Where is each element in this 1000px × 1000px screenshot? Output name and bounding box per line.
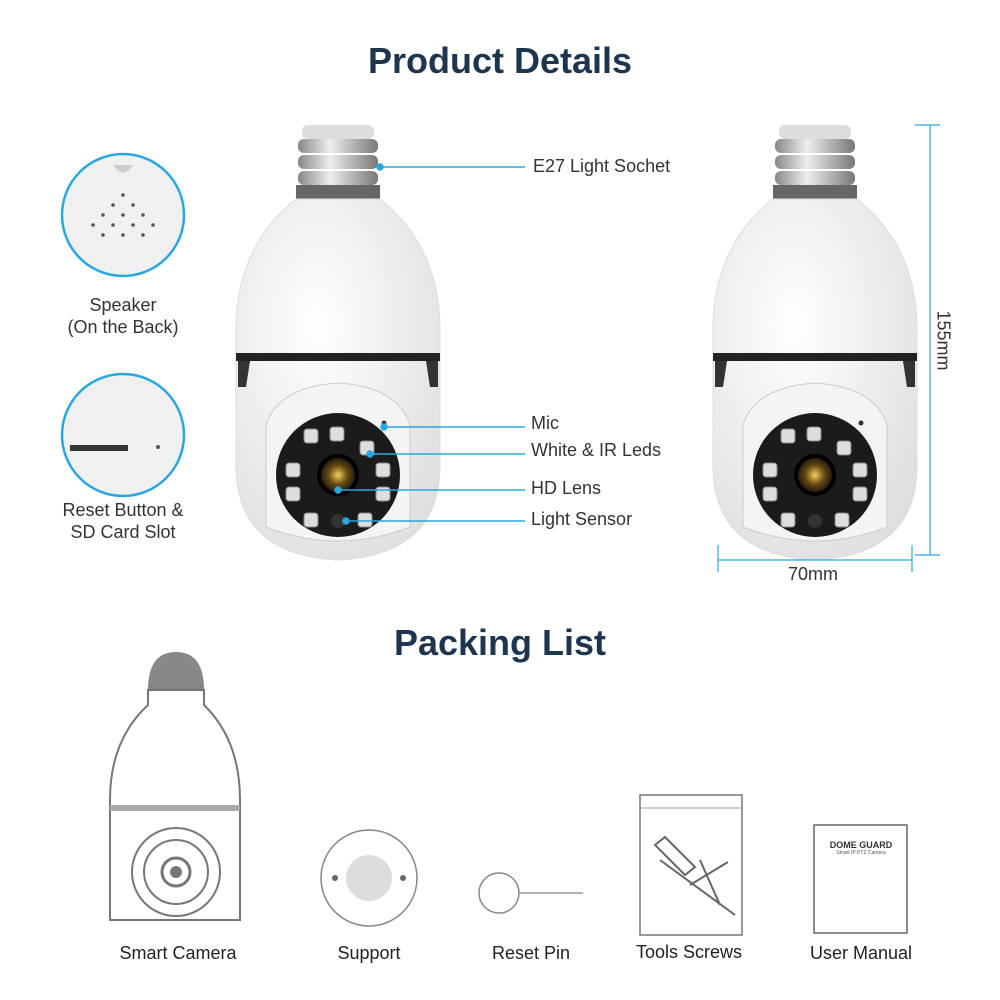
callout-mic: Mic <box>531 413 559 433</box>
packing-list-heading: Packing List <box>393 622 607 663</box>
height-dimension: 155mm <box>933 310 954 371</box>
callout-leds: White & IR Leds <box>531 440 662 460</box>
sd-slot-label: Reset Button & SD Card Slot <box>43 499 203 543</box>
manual-cover-text: DOME GUARD Smart IP PTZ Camera <box>828 840 894 856</box>
sd-slot-inset <box>60 372 186 498</box>
user-manual-icon <box>813 824 908 934</box>
speaker-inset <box>60 152 186 278</box>
packing-item-smart-camera: Smart Camera <box>119 943 237 963</box>
packing-item-support: Support <box>337 943 401 963</box>
support-icon <box>320 829 418 927</box>
camera-bulb-dimension <box>711 123 919 562</box>
sd-slot-label-line1: Reset Button & <box>62 500 184 520</box>
speaker-label: Speaker (On the Back) <box>43 294 203 338</box>
sd-slot-label-line2: SD Card Slot <box>70 522 176 542</box>
tools-screws-icon <box>639 794 743 936</box>
callout-socket: E27 Light Sochet <box>533 156 671 176</box>
width-dimension: 70mm <box>788 564 839 584</box>
camera-bulb-front <box>234 123 442 562</box>
dimension-lines <box>717 124 940 572</box>
callout-lens: HD Lens <box>531 478 602 498</box>
speaker-label-line2: (On the Back) <box>67 317 179 337</box>
smart-camera-icon <box>109 652 241 921</box>
callout-light-sensor: Light Sensor <box>531 509 633 529</box>
packing-item-user-manual: User Manual <box>809 943 913 963</box>
manual-brand: DOME GUARD <box>829 840 893 850</box>
manual-subtitle: Smart IP PTZ Camera <box>836 850 886 856</box>
packing-item-reset-pin: Reset Pin <box>491 943 571 963</box>
reset-pin-icon <box>478 872 583 914</box>
speaker-label-line1: Speaker <box>89 295 157 315</box>
packing-item-tools-screws: Tools Screws <box>635 942 743 962</box>
callout-lines <box>334 163 525 525</box>
product-details-heading: Product Details <box>367 40 633 81</box>
